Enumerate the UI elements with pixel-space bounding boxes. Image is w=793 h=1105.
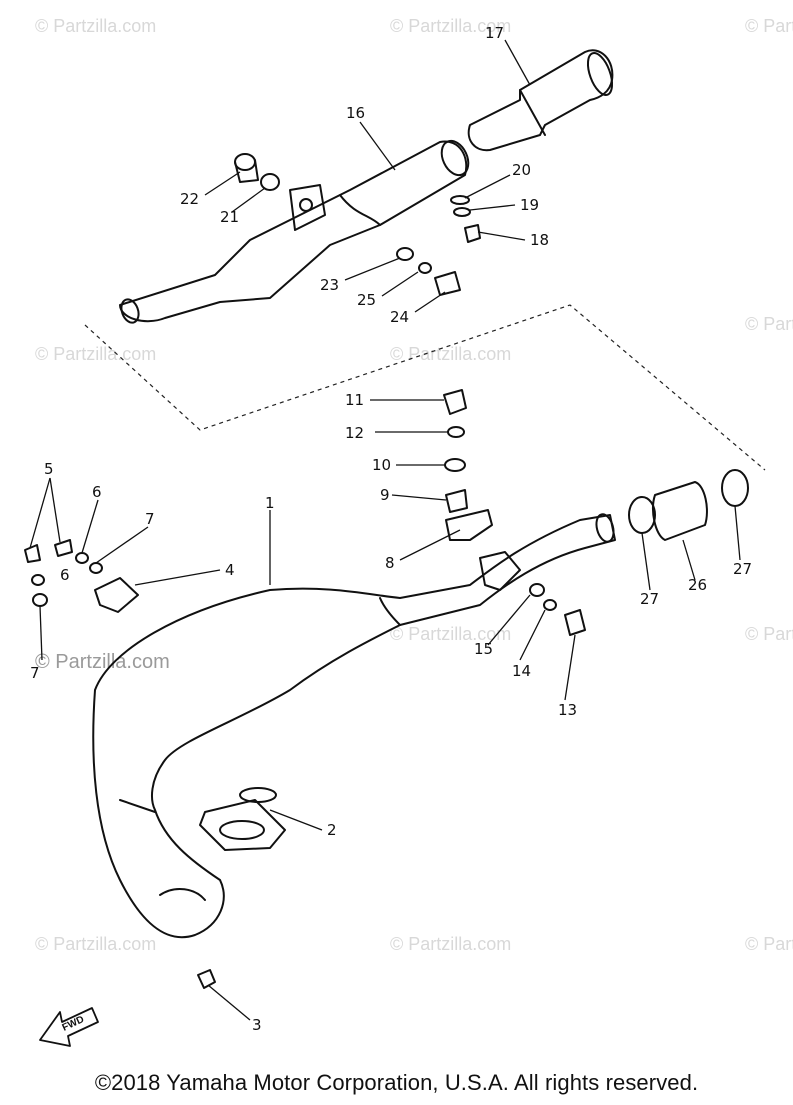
callout-19: 19 <box>520 196 539 214</box>
callout-23: 23 <box>320 276 339 294</box>
watermark-strong: © Partzilla.com <box>35 651 170 673</box>
callout-17: 17 <box>485 24 504 42</box>
dashed-guide-lines <box>84 304 766 471</box>
gasket <box>239 787 277 803</box>
callout-21: 21 <box>220 208 239 226</box>
callout-4: 4 <box>225 561 235 579</box>
callout-20: 20 <box>512 161 531 179</box>
muffler-outlet <box>440 139 470 177</box>
callout-5: 5 <box>44 460 54 478</box>
callout-15: 15 <box>474 640 493 658</box>
leader-lines <box>29 39 741 1021</box>
callout-10: 10 <box>372 456 391 474</box>
callout-16: 16 <box>346 104 365 122</box>
watermark: © Partzilla.com <box>35 344 156 364</box>
watermarks: © Partzilla.com © Partzilla.com © Partzi… <box>35 16 793 954</box>
grommet <box>234 153 256 171</box>
callout-27: 27 <box>640 590 659 608</box>
clamp <box>628 496 656 534</box>
callout-8: 8 <box>385 554 395 572</box>
collar <box>260 173 280 191</box>
watermark: © Partzilla.com <box>745 624 793 644</box>
clamp <box>721 469 749 507</box>
exhaust-joint <box>652 481 708 541</box>
callout-1: 1 <box>265 494 275 512</box>
muffler-inlet <box>120 298 140 324</box>
callout-24: 24 <box>390 308 409 326</box>
exhaust-flange <box>199 799 286 851</box>
callout-22: 22 <box>180 190 199 208</box>
watermark: © Partzilla.com <box>35 16 156 36</box>
callout-6: 6 <box>60 566 70 584</box>
watermark: © Partzilla.com <box>390 344 511 364</box>
watermark: © Partzilla.com <box>390 16 511 36</box>
parts-drawing <box>24 49 749 989</box>
callout-13: 13 <box>558 701 577 719</box>
fwd-arrow-icon: FWD <box>39 1007 99 1047</box>
callout-9: 9 <box>380 486 390 504</box>
callout-27: 27 <box>733 560 752 578</box>
watermark: © Partzilla.com <box>745 16 793 36</box>
callout-26: 26 <box>688 576 707 594</box>
copyright-notice: ©2018 Yamaha Motor Corporation, U.S.A. A… <box>94 1070 699 1095</box>
tail-pipe <box>467 49 614 152</box>
callout-18: 18 <box>530 231 549 249</box>
watermark: © Partzilla.com <box>35 934 156 954</box>
callout-12: 12 <box>345 424 364 442</box>
callout-7: 7 <box>145 510 155 528</box>
callout-7: 7 <box>30 664 40 682</box>
callout-11: 11 <box>345 391 364 409</box>
callout-numbers: 1 2 3 4 5 6 6 7 7 8 9 10 11 12 13 14 15 … <box>30 24 752 1034</box>
callout-14: 14 <box>512 662 531 680</box>
watermark: © Partzilla.com <box>745 934 793 954</box>
callout-6: 6 <box>92 483 102 501</box>
watermark: © Partzilla.com <box>390 934 511 954</box>
callout-2: 2 <box>327 821 337 839</box>
watermark: © Partzilla.com <box>745 314 793 334</box>
callout-3: 3 <box>252 1016 262 1034</box>
callout-25: 25 <box>357 291 376 309</box>
expansion-chamber <box>92 514 616 939</box>
watermark: © Partzilla.com <box>390 624 511 644</box>
muffler <box>119 140 468 323</box>
